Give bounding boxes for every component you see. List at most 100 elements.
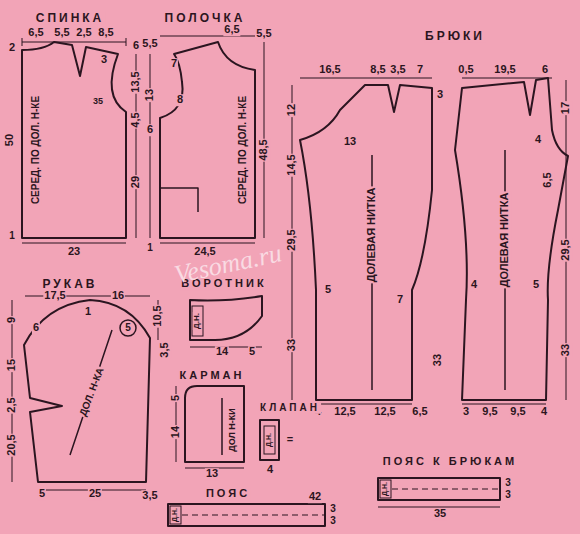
grain-line-label: СЕРЕД. ПО ДОЛ. Н-КЕ [238, 95, 249, 205]
dimension-label: 14 [170, 425, 182, 439]
piece-title: БРЮКИ [424, 30, 486, 43]
dimension-label: 16 [111, 290, 125, 302]
dimension-label: 14 [215, 346, 229, 358]
dimension-label: 5 [248, 346, 256, 358]
dimension-label: 3,5 [141, 490, 158, 502]
dimension-label: Д.Н. [381, 481, 388, 497]
dimension-label: 23 [67, 246, 81, 258]
dimension-label: 13 [205, 468, 219, 480]
dimension-label: 13 [343, 136, 357, 148]
dimension-label: 5 [170, 394, 182, 402]
dimension-label: 13 [144, 88, 156, 102]
pocket-piece [185, 386, 244, 462]
dimension-label: 5,5 [255, 28, 272, 40]
dimension-label: 9,5 [481, 406, 498, 418]
dimension-label: 33 [432, 353, 444, 367]
dimension-label: 6,5 [223, 24, 240, 36]
dimension-label: 7 [396, 294, 404, 306]
piece-title: ПОЯС [205, 488, 251, 500]
piece-title: РУКАВ [42, 278, 99, 291]
trousers-back-piece [455, 78, 568, 400]
dimension-label: 29 [130, 175, 142, 189]
dimension-label: 5 [532, 279, 540, 291]
dimension-label: 5 [324, 284, 332, 296]
dimension-label: 0,5 [457, 64, 474, 76]
grain-line-label: ДОЛЕВАЯ НИТКА [366, 187, 378, 284]
dimension-label: 6,5 [542, 171, 554, 188]
dimension-label: 4 [534, 134, 542, 146]
dimension-label: 20,5 [6, 433, 18, 456]
flap-piece [260, 420, 279, 460]
dimension-label: 50 [4, 133, 16, 147]
piece-title: КЛАПАН [259, 403, 321, 414]
dimension-label: 10,5 [152, 304, 164, 327]
dimension-label: 8,5 [369, 64, 386, 76]
dimension-label: 33 [560, 343, 572, 357]
dimension-label: 7 [170, 58, 178, 70]
dimension-label: 3 [329, 516, 337, 527]
dimension-label: 35 [92, 97, 104, 106]
grain-line-label: ДОЛ. Н-КА [78, 365, 107, 418]
grain-line-label: ДОЛ Н-КИ [228, 407, 237, 452]
dimension-label: 3,5 [389, 64, 406, 76]
callout-circle [120, 320, 136, 336]
dimension-label: 4,5 [130, 111, 142, 128]
sleeve-piece [24, 300, 150, 482]
dimension-label: 2,5 [75, 27, 92, 39]
dimension-label: = [286, 434, 294, 446]
dimension-label: 19,5 [493, 64, 516, 76]
dimension-label: 6 [541, 64, 549, 76]
dimension-label: 12 [286, 103, 298, 117]
dimension-label: 5,5 [141, 38, 158, 50]
dimension-label: 5,5 [53, 27, 70, 39]
dimension-label: 5 [38, 488, 46, 500]
piece-title: ПОЯС К БРЮКАМ [382, 456, 518, 468]
dimension-label: 4 [266, 464, 274, 476]
piece-title: ПОЛОЧКА [164, 12, 247, 25]
dimension-label: 3 [329, 504, 337, 515]
dimension-label: 3 [504, 490, 512, 501]
dimension-label: 8 [176, 94, 184, 106]
pocket-mark [160, 188, 198, 212]
dimension-label: 12,5 [373, 406, 396, 418]
dimension-label: 13,5 [130, 70, 142, 93]
dimension-label: 6,5 [27, 27, 44, 39]
dimension-label: Д.Н. [193, 312, 201, 330]
dimension-label: 9,5 [509, 406, 526, 418]
front-piece [160, 42, 255, 238]
dimension-label: 14,5 [286, 153, 298, 176]
dimension-label: 6,5 [411, 406, 428, 418]
dimension-label: 3 [462, 406, 470, 418]
back-piece [22, 42, 126, 238]
dimension-label: 6 [132, 40, 140, 52]
trousers-front-piece [300, 85, 432, 400]
dimension-label: 3,5 [159, 341, 171, 358]
dimension-label: 7 [416, 64, 424, 76]
dimension-label: 2 [8, 42, 16, 54]
dimension-label: 1 [8, 231, 16, 242]
dimension-label: 3 [436, 89, 444, 101]
dimension-label: 2,5 [6, 396, 18, 413]
dimension-label: 3 [504, 478, 512, 489]
dimension-label: 17 [560, 101, 572, 115]
dimension-label: 3 [100, 54, 108, 66]
dimension-label: 33 [286, 338, 298, 352]
dimension-label: 48,5 [258, 138, 270, 161]
dimension-lines [12, 36, 566, 524]
grain-line-label: СЕРЕД. ПО ДОЛ. Н-КЕ [31, 95, 42, 205]
grain-line-label: ДОЛЕВАЯ НИТКА [499, 192, 511, 289]
dimension-label: 6 [32, 322, 40, 334]
dimension-label: Д.Н. [265, 432, 272, 448]
dimension-label: 35 [433, 508, 447, 520]
dimension-label: 12,5 [333, 406, 356, 418]
dimension-label: 25 [88, 488, 102, 500]
dimension-label: 29,5 [286, 228, 298, 251]
dimension-label: 8,5 [97, 27, 114, 39]
dimension-label: 5 [124, 323, 132, 334]
dimension-label: Д.Н. [171, 507, 178, 523]
dimension-label: 29,5 [560, 238, 572, 261]
dimension-label: 42 [308, 491, 322, 503]
dimension-label: 4 [540, 406, 548, 418]
dimension-label: 1 [84, 306, 92, 318]
collar-piece [190, 296, 262, 340]
